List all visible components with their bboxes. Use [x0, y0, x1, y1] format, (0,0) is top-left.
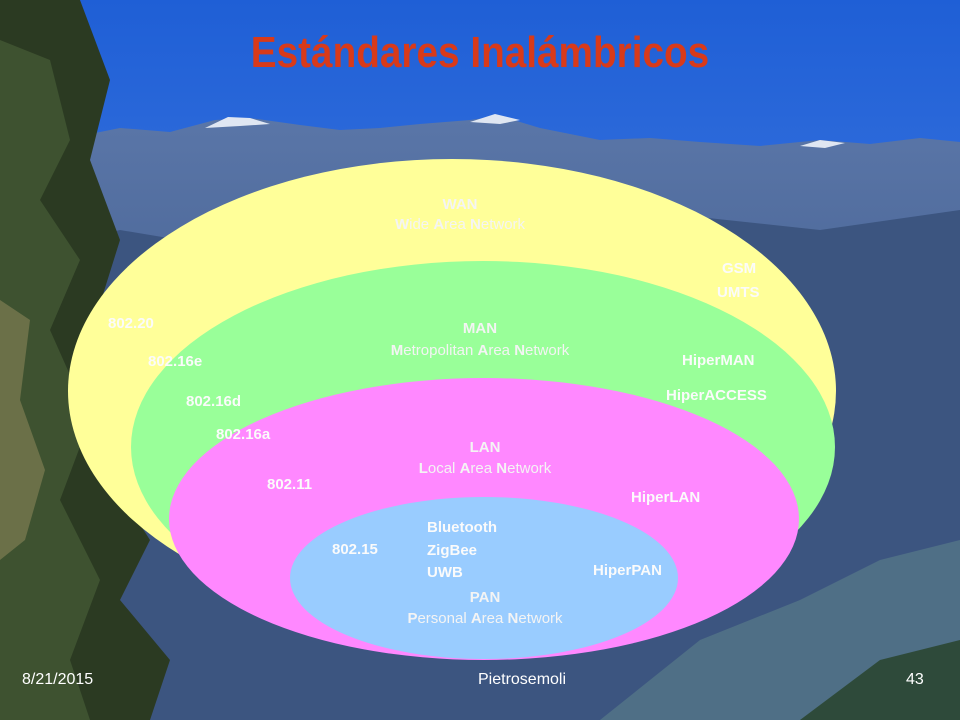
standard-umts: UMTS: [717, 284, 760, 301]
footer-page-number: 43: [906, 671, 924, 688]
footer-author: Pietrosemoli: [478, 671, 567, 688]
slide-title: Estándares Inalámbricos: [250, 28, 710, 77]
standard-uwb: UWB: [427, 564, 463, 581]
wan-full-name: Wide Area Network: [394, 216, 526, 233]
standard-hiperman: HiperMAN: [682, 352, 755, 369]
standard-802-20: 802.20: [108, 315, 154, 332]
standard-hiperpan: HiperPAN: [593, 562, 662, 579]
standard-802-16a: 802.16a: [216, 426, 271, 443]
pan-full-name: Personal Area Network: [407, 610, 563, 627]
standard-802-16e: 802.16e: [148, 353, 203, 370]
lan-abbr: LAN: [469, 439, 501, 456]
standard-802-11: 802.11: [267, 476, 313, 493]
standard-bluetooth: Bluetooth: [427, 519, 497, 536]
standard-802-16d: 802.16d: [186, 393, 242, 410]
standard-hiperlan: HiperLAN: [631, 489, 701, 506]
standard-802-15: 802.15: [332, 541, 378, 558]
man-abbr: MAN: [462, 320, 498, 337]
pan-label: PAN Personal Area Network: [380, 589, 590, 627]
pan-abbr: PAN: [469, 589, 501, 606]
footer-date: 8/21/2015: [22, 671, 94, 688]
standard-gsm: GSM: [722, 260, 757, 277]
wan-abbr: WAN: [442, 196, 478, 213]
standard-hiperaccess: HiperACCESS: [666, 387, 767, 404]
lan-label: LAN Local Area Network: [380, 439, 590, 477]
lan-full-name: Local Area Network: [418, 460, 552, 477]
man-label: MAN Metropolitan Area Network: [370, 320, 590, 359]
man-full-name: Metropolitan Area Network: [390, 342, 570, 359]
pan-ellipse: [290, 497, 678, 659]
wan-label: WAN Wide Area Network: [360, 196, 560, 233]
standard-zigbee: ZigBee: [427, 542, 478, 559]
